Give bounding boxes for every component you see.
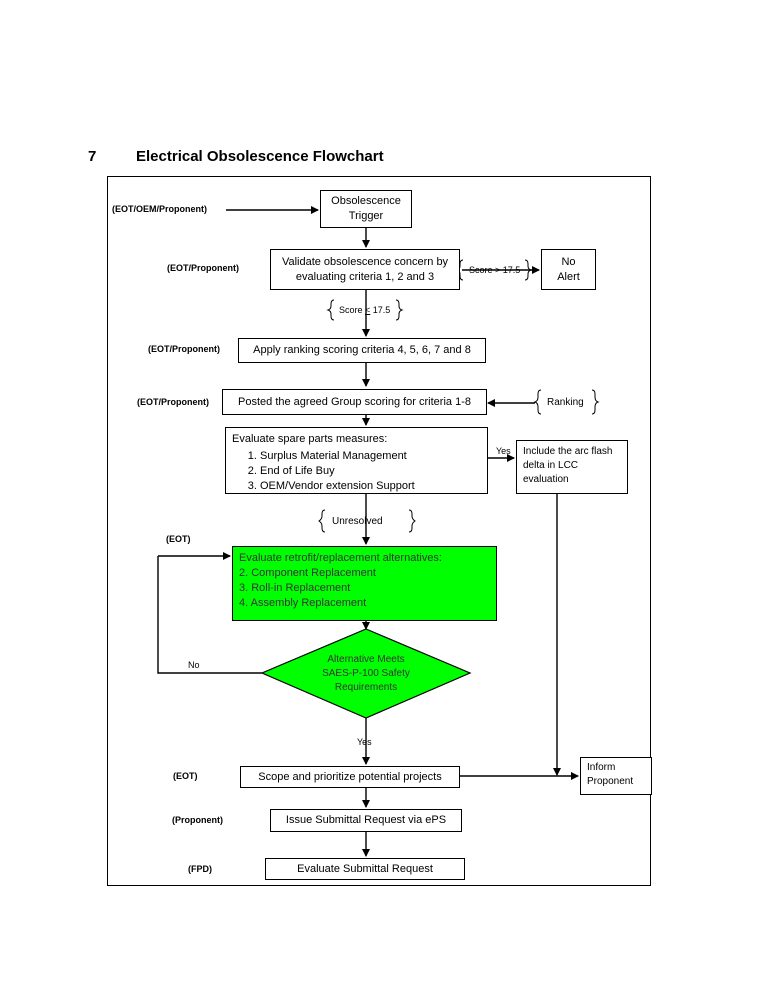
actor-eot-oem-proponent: (EOT/OEM/Proponent) [112, 204, 207, 214]
section-title: Electrical Obsolescence Flowchart [136, 148, 384, 165]
retrofit-item: 3. Roll-in Replacement [239, 582, 351, 594]
arc-flash-line2: delta in LCC [523, 460, 579, 471]
actor-eot-retrofit: (EOT) [166, 534, 191, 544]
arc-flash-line1: Include the arc flash [523, 446, 613, 457]
ranking-criteria-box: Apply ranking scoring criteria 4, 5, 6, … [238, 338, 486, 363]
brace-score-gt-right [524, 259, 533, 281]
decision-text: Alternative Meets SAES-P-100 Safety Requ… [296, 653, 436, 695]
brace-unresolved-left [318, 509, 326, 533]
flowchart-frame [107, 176, 651, 886]
retrofit-item: 4. Assembly Replacement [239, 597, 367, 609]
actor-eot-proponent-validate: (EOT/Proponent) [167, 263, 239, 273]
trigger-line2: Trigger [348, 210, 384, 222]
validate-line2: evaluating criteria 1, 2 and 3 [295, 270, 435, 283]
spare-parts-title: Evaluate spare parts measures: [232, 433, 388, 445]
obsolescence-trigger-box: Obsolescence Trigger [320, 190, 412, 228]
retrofit-title: Evaluate retrofit/replacement alternativ… [239, 552, 442, 564]
decision-line1: Alternative Meets [327, 654, 405, 665]
score-le-label: Score < 17.5 [339, 305, 390, 315]
spare-parts-item: OEM/Vendor extension Support [260, 479, 415, 494]
no-alert-line1: No [561, 255, 576, 268]
posted-scoring-box: Posted the agreed Group scoring for crit… [222, 389, 487, 415]
brace-unresolved-right [408, 509, 416, 533]
arc-flash-line3: evaluation [523, 474, 569, 485]
brace-ranking-left [533, 389, 542, 415]
yes-spare-label: Yes [496, 446, 511, 456]
no-decision-label: No [188, 660, 200, 670]
retrofit-item: 2. Component Replacement [239, 567, 376, 579]
ranking-criteria-text: Apply ranking scoring criteria 4, 5, 6, … [253, 344, 471, 356]
retrofit-alternatives-box: Evaluate retrofit/replacement alternativ… [232, 546, 497, 621]
trigger-line1: Obsolescence [331, 195, 401, 207]
posted-scoring-text: Posted the agreed Group scoring for crit… [238, 395, 471, 408]
brace-ranking-right [591, 389, 600, 415]
no-alert-line2: Alert [557, 270, 580, 283]
no-alert-box: No Alert [541, 249, 596, 290]
actor-eot-proponent-ranking: (EOT/Proponent) [148, 344, 220, 354]
ranking-label: Ranking [547, 397, 584, 408]
score-le-prefix: Score [339, 305, 366, 315]
section-number: 7 [88, 148, 97, 165]
actor-proponent: (Proponent) [172, 815, 223, 825]
spare-parts-item: End of Life Buy [260, 464, 415, 479]
inform-line1: Inform [587, 762, 616, 773]
validate-concern-box: Validate obsolescence concern by evaluat… [270, 249, 460, 290]
evaluate-submittal-text: Evaluate Submittal Request [297, 862, 433, 875]
decision-line2: SAES-P-100 Safety [322, 668, 410, 679]
issue-text: Issue Submittal Request via ePS [285, 814, 447, 826]
retrofit-list: 2. Component Replacement 3. Roll-in Repl… [239, 566, 376, 611]
inform-line2: Proponent [587, 776, 634, 787]
yes-decision-label: Yes [357, 737, 372, 747]
spare-parts-item: Surplus Material Management [260, 449, 415, 464]
issue-submittal-box: Issue Submittal Request via ePS [270, 809, 462, 832]
scope-projects-box: Scope and prioritize potential projects [240, 766, 460, 788]
decision-line3: Requirements [334, 682, 398, 693]
spare-parts-box: Evaluate spare parts measures: Surplus M… [225, 427, 488, 494]
score-le-symbol: < [365, 305, 371, 315]
arc-flash-box: Include the arc flash delta in LCC evalu… [516, 440, 628, 494]
actor-fpd: (FPD) [188, 864, 212, 874]
spare-parts-list: Surplus Material Management End of Life … [232, 449, 415, 494]
actor-eot-scope: (EOT) [173, 771, 198, 781]
brace-score-le-right [395, 299, 404, 321]
actor-eot-proponent-posted: (EOT/Proponent) [137, 397, 209, 407]
scope-text: Scope and prioritize potential projects [258, 770, 442, 783]
brace-score-le-left [326, 299, 335, 321]
score-le-value: 17.5 [370, 305, 391, 315]
inform-proponent-box: Inform Proponent [580, 757, 652, 795]
evaluate-submittal-box: Evaluate Submittal Request [265, 858, 465, 880]
score-gt-label: Score > 17.5 [469, 265, 521, 275]
unresolved-label: Unresolved [332, 516, 383, 527]
decision-diamond [260, 628, 472, 719]
arrow-decision-no-loop [157, 556, 262, 674]
validate-line1: Validate obsolescence concern by [281, 255, 449, 268]
